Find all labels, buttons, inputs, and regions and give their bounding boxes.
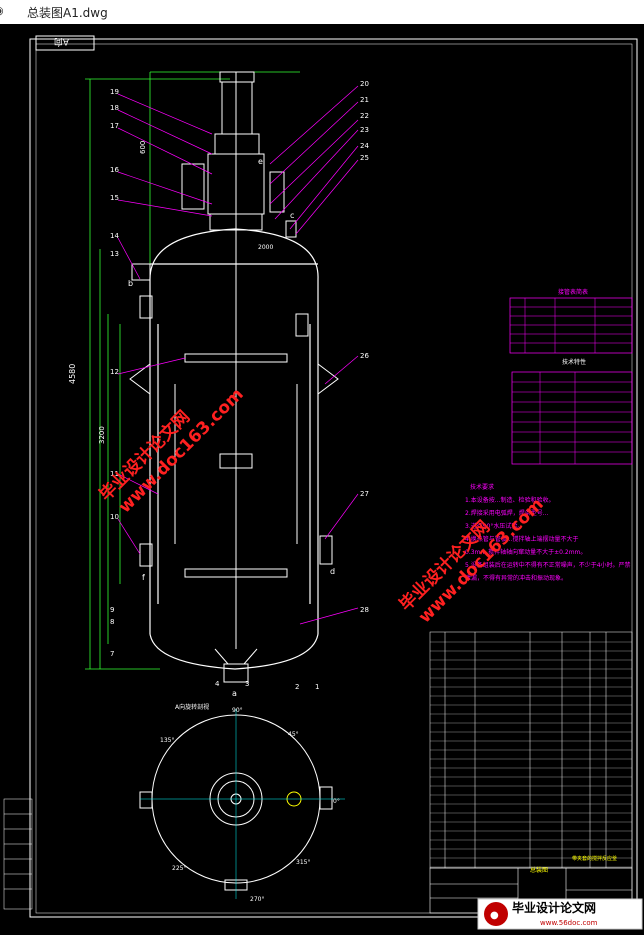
svg-text:18: 18: [110, 104, 119, 112]
dim-top: 600: [139, 141, 147, 154]
nozzle-letters: b c d e f a: [128, 157, 335, 698]
inner-frame: [35, 43, 633, 914]
svg-text:10: 10: [110, 513, 119, 521]
svg-text:c: c: [290, 211, 294, 220]
svg-text:22: 22: [360, 112, 369, 120]
svg-text:0.3mm,搅拌轴轴向窜动量不大于±0.2mm。: 0.3mm,搅拌轴轴向窜动量不大于±0.2mm。: [465, 548, 586, 556]
svg-text:0°: 0°: [333, 798, 340, 805]
svg-text:14: 14: [110, 232, 119, 240]
section-centerlines: [140, 709, 345, 899]
motor-drive: [181, 71, 285, 649]
svg-text:225°: 225°: [172, 865, 186, 872]
watermark-1: 毕业设计论文网 www.doc163.com: [95, 385, 248, 518]
svg-text:e: e: [258, 157, 263, 166]
svg-text:13: 13: [110, 250, 119, 258]
svg-text:接管表简表: 接管表简表: [558, 288, 588, 296]
revision-strip: [3, 798, 33, 910]
svg-text:23: 23: [360, 126, 369, 134]
svg-text:315°: 315°: [296, 859, 310, 866]
svg-text:2.焊接采用电弧焊，焊条型号...: 2.焊接采用电弧焊，焊条型号...: [465, 509, 549, 517]
svg-text:15: 15: [110, 194, 119, 202]
svg-text:90°: 90°: [232, 707, 243, 714]
nozzles: [129, 220, 339, 683]
svg-text:27: 27: [360, 490, 369, 498]
svg-text:25: 25: [360, 154, 369, 162]
svg-text:17: 17: [110, 122, 119, 130]
drawing-frame: [29, 38, 638, 918]
left-dimensions: [85, 71, 300, 670]
badge-logo-icon: ●: [490, 910, 499, 921]
title-main: 总装图: [530, 866, 548, 874]
view-label-box: [35, 35, 95, 51]
section-label: A向旋转剖视: [175, 703, 209, 711]
svg-text:12: 12: [110, 368, 119, 376]
vessel-shell: [149, 228, 319, 670]
svg-text:26: 26: [360, 352, 369, 360]
svg-text:3.进行90°水压试验。: 3.进行90°水压试验。: [465, 522, 523, 530]
svg-text:www.56doc.com: www.56doc.com: [540, 919, 598, 927]
svg-text:d: d: [330, 567, 335, 576]
part-labels: 19 18 17 16 15 14 13 12 11 10 9 8 7 20 2…: [110, 80, 369, 691]
dim-shell: 3200: [98, 426, 106, 444]
bom-rows: [430, 641, 632, 868]
agitator-blades: [174, 353, 298, 578]
svg-text:135°: 135°: [160, 737, 174, 744]
svg-text:3: 3: [245, 680, 249, 688]
svg-text:8: 8: [110, 618, 114, 626]
svg-text:21: 21: [360, 96, 369, 104]
svg-text:a: a: [232, 689, 237, 698]
angle-labels: 90° 45° 135° 0° 225° 315° 270°: [160, 707, 340, 903]
svg-text:7: 7: [110, 650, 114, 658]
window-title: 总装图A1.dwg: [27, 6, 108, 20]
svg-text:4.换热管与管板...搅拌轴上端摆动量不大于: 4.换热管与管板...搅拌轴上端摆动量不大于: [465, 535, 578, 543]
svg-text:毕业设计论文网: 毕业设计论文网: [512, 900, 596, 915]
svg-text:泄漏，不得有异常的冲击和振动现象。: 泄漏，不得有异常的冲击和振动现象。: [465, 574, 567, 582]
svg-text:技术特性: 技术特性: [562, 358, 586, 366]
svg-text:5.设备组装后在运转中不得有不正常噪声，不少于4小时。严禁: 5.设备组装后在运转中不得有不正常噪声，不少于4小时。严禁: [465, 561, 631, 569]
cad-drawing-canvas[interactable]: A向 4580 600 3200 2000: [0, 24, 644, 931]
svg-text:45°: 45°: [288, 731, 299, 738]
svg-text:11: 11: [110, 470, 119, 478]
svg-text:270°: 270°: [250, 896, 264, 903]
svg-text:f: f: [142, 573, 145, 582]
technical-notes: 技术要求 1.本设备按...制造、检验和验收。 2.焊接采用电弧焊，焊条型号..…: [465, 483, 631, 582]
svg-text:4: 4: [215, 680, 220, 688]
svg-text:1: 1: [315, 683, 319, 691]
drawing-svg: A向 4580 600 3200 2000: [3, 35, 643, 930]
dim-d2: 2000: [258, 244, 273, 251]
svg-text:19: 19: [110, 88, 119, 96]
nozzle-table: 接管表简表: [509, 288, 633, 354]
spec-table: 技术特性: [511, 358, 633, 465]
svg-text:1.本设备按...制造、检验和验收。: 1.本设备按...制造、检验和验收。: [465, 496, 554, 504]
svg-text:9: 9: [110, 606, 114, 614]
title-product: 带夹套的搅拌反应釜: [572, 855, 617, 862]
dim-height: 4580: [68, 364, 77, 384]
view-label: A向: [54, 36, 69, 48]
site-badge: ● 毕业设计论文网 www.56doc.com: [477, 898, 643, 930]
svg-text:b: b: [128, 279, 133, 288]
dwg-file-icon: ◉: [0, 4, 8, 18]
svg-text:20: 20: [360, 80, 369, 88]
svg-text:24: 24: [360, 142, 369, 150]
svg-text:技术要求: 技术要求: [470, 483, 494, 491]
svg-text:28: 28: [360, 606, 369, 614]
window-titlebar: ◉ 总装图A1.dwg: [0, 0, 644, 25]
svg-text:2: 2: [295, 683, 299, 691]
leader-lines: [117, 85, 359, 625]
svg-text:16: 16: [110, 166, 119, 174]
